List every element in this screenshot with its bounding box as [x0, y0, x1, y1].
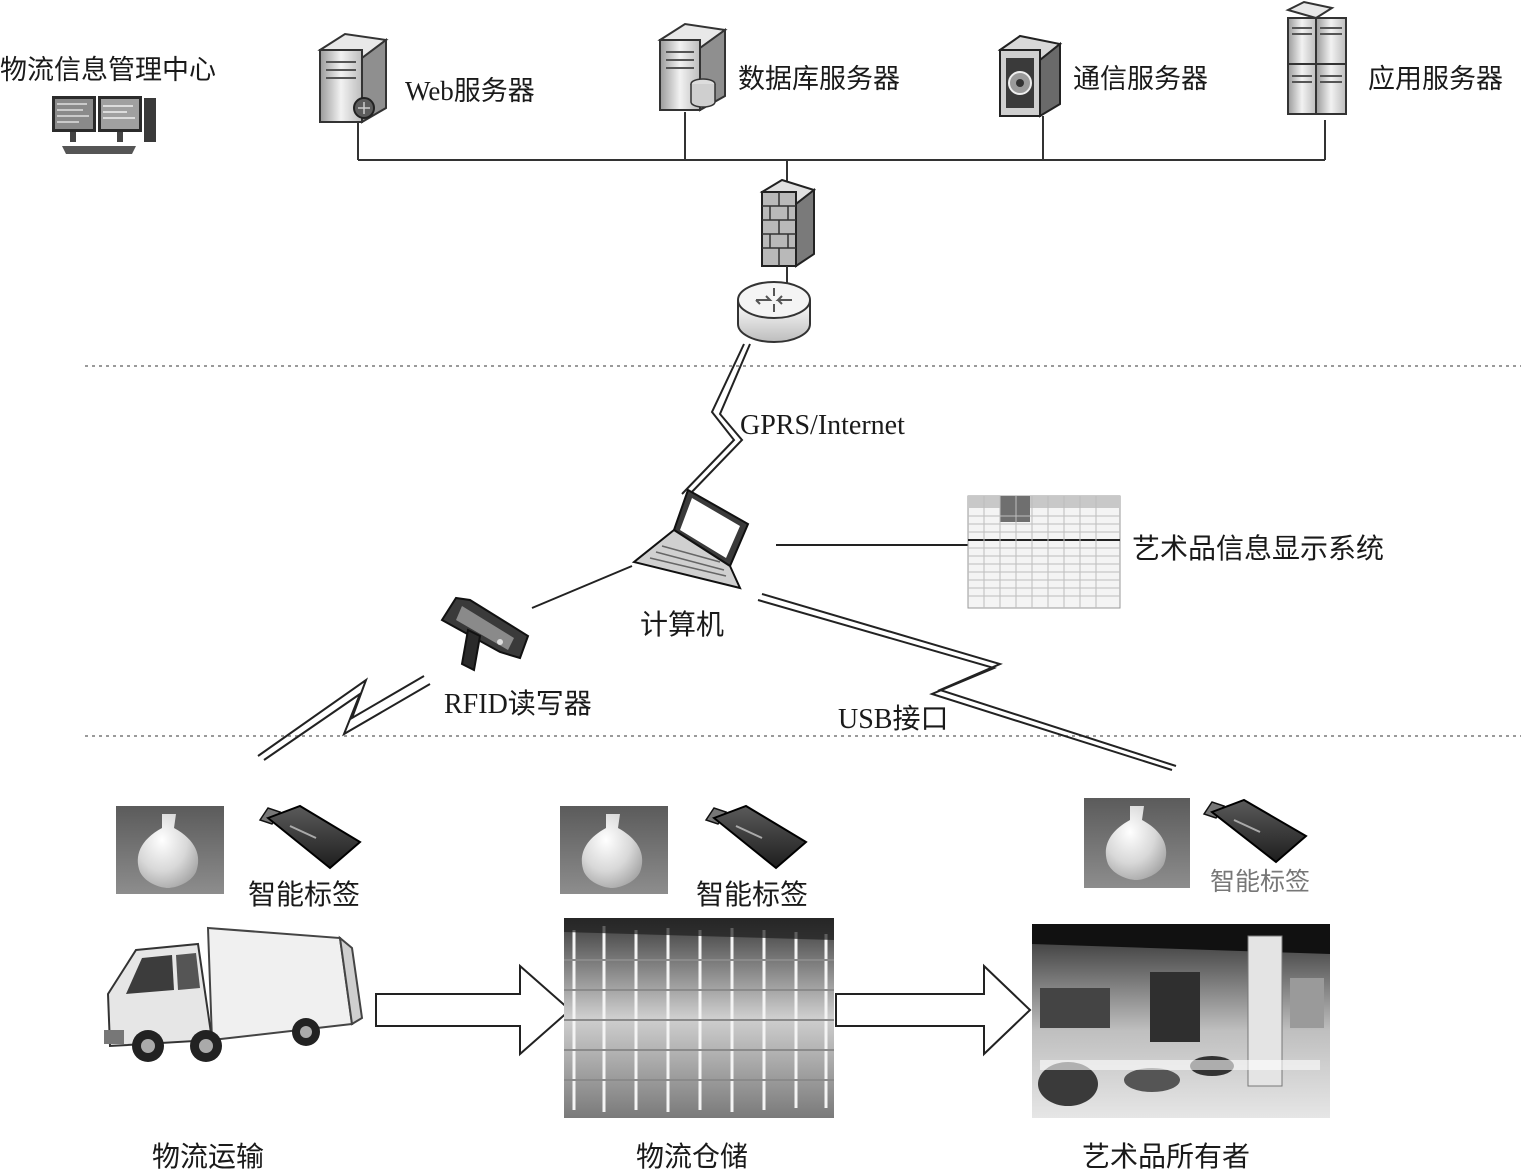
display-system-label: 艺术品信息显示系统 — [1132, 532, 1384, 565]
spreadsheet-icon — [967, 495, 1121, 609]
flow-arrow — [375, 963, 572, 1057]
laptop-reader-link — [531, 565, 633, 609]
database-server-label: 数据库服务器 — [738, 64, 900, 95]
smart-tag-label: 智能标签 — [1210, 867, 1310, 896]
warehouse-image — [564, 918, 834, 1118]
smart-tag-icon — [258, 804, 362, 870]
database-server-icon — [657, 22, 728, 112]
communication-server-icon — [997, 34, 1063, 118]
application-server-label: 应用服务器 — [1368, 64, 1503, 95]
smart-tag-icon — [704, 804, 808, 870]
usb-link — [757, 593, 1177, 771]
smart-tag-label: 智能标签 — [248, 878, 360, 911]
rfid-wireless-link — [257, 675, 431, 761]
info-center-label: 物流信息管理中心 — [0, 55, 216, 86]
owner-label: 艺术品所有者 — [1082, 1140, 1250, 1172]
web-server-label: Web服务器 — [405, 76, 535, 106]
artwork-vase-image — [560, 806, 668, 894]
web-server-icon — [317, 32, 389, 124]
communication-server-label: 通信服务器 — [1073, 64, 1208, 95]
usb-label: USB接口 — [838, 703, 948, 735]
server-bus — [357, 112, 1326, 182]
application-server-icon — [1285, 0, 1347, 115]
gallery-image — [1032, 924, 1330, 1118]
router-icon — [737, 281, 811, 343]
firewall-icon — [759, 178, 817, 268]
rfid-reader-label: RFID读写器 — [444, 688, 592, 720]
smart-tag-icon — [1202, 798, 1308, 864]
monitor-icon — [52, 96, 156, 154]
laptop-icon — [631, 488, 750, 590]
computer-label: 计算机 — [640, 608, 724, 641]
gprs-label: GPRS/Internet — [740, 410, 905, 441]
rfid-reader-icon — [440, 596, 530, 672]
artwork-vase-image — [1084, 798, 1190, 888]
smart-tag-label: 智能标签 — [696, 878, 808, 911]
truck-image — [104, 926, 364, 1062]
transport-label: 物流运输 — [152, 1140, 264, 1172]
storage-label: 物流仓储 — [636, 1140, 748, 1172]
flow-arrow — [835, 963, 1032, 1057]
gprs-link — [681, 343, 751, 497]
artwork-vase-image — [116, 806, 224, 894]
